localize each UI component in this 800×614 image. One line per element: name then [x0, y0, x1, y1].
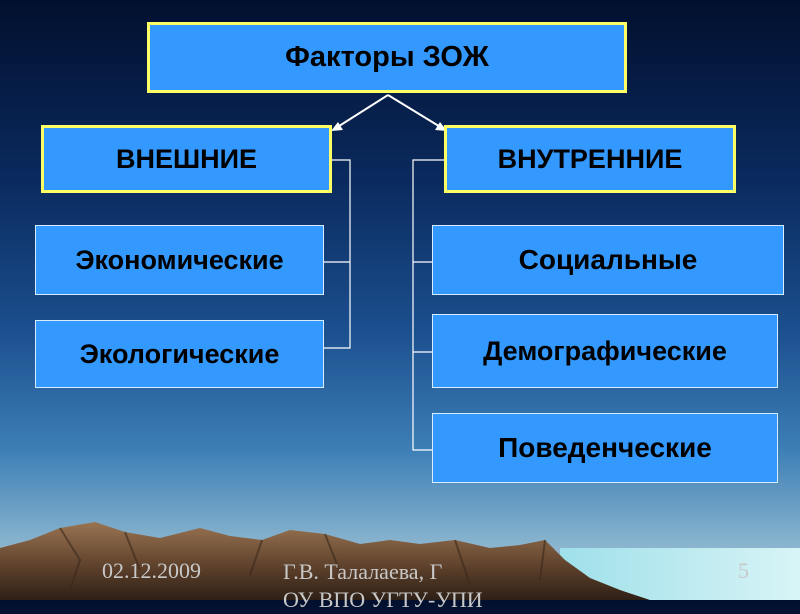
mountains-backdrop [0, 522, 800, 600]
economic-factor-box: Экономические [35, 225, 324, 295]
page-number: 5 [738, 558, 749, 583]
ecological-factor-box: Экологические [35, 320, 324, 388]
footer-author-line: Г.В. Талалаева, Г [283, 559, 443, 584]
title-label: Факторы ЗОЖ [285, 41, 489, 73]
demographic-factor-box: Демографические [432, 314, 778, 388]
external-factors-label: ВНЕШНИЕ [115, 143, 258, 174]
title-box: Факторы ЗОЖ [147, 22, 627, 93]
behavioral-factor-label: Поведенческие [498, 432, 712, 463]
social-factor-box: Социальные [432, 225, 784, 295]
arrow-left-head [331, 122, 343, 131]
external-factors-box: ВНЕШНИЕ [41, 125, 332, 193]
footer-date: 02.12.2009 [102, 558, 201, 583]
footer-author: Г.В. Талалаева, Г ОУ ВПО УГТУ-УПИ [283, 558, 483, 614]
demographic-factor-label: Демографические [483, 335, 727, 366]
footer-org-line: ОУ ВПО УГТУ-УПИ [283, 587, 483, 612]
economic-factor-label: Экономические [75, 244, 284, 275]
ecological-factor-label: Экологические [79, 338, 280, 369]
social-factor-label: Социальные [518, 244, 698, 275]
internal-factors-label: ВНУТРЕННИЕ [497, 143, 683, 174]
internal-factors-box: ВНУТРЕННИЕ [444, 125, 736, 193]
behavioral-factor-box: Поведенческие [432, 413, 778, 483]
